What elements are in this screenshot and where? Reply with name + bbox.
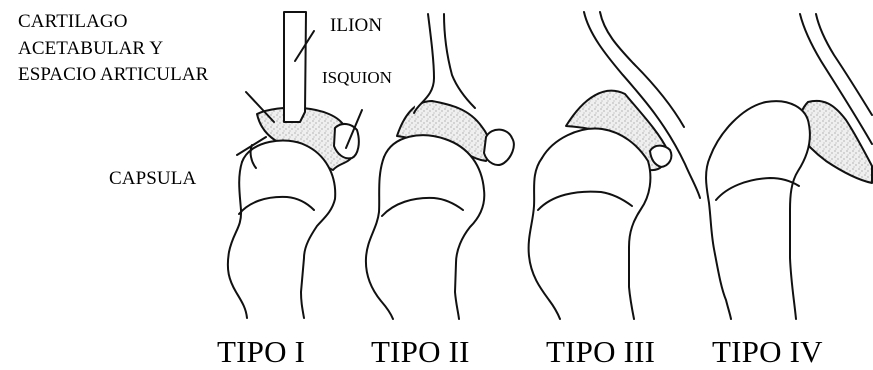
- type-label-tipo-2: TIPO II: [371, 336, 470, 367]
- femoral-head: [384, 135, 484, 319]
- ilion-bone: [284, 12, 306, 122]
- femoral-head: [542, 129, 650, 319]
- label-cartilage-line-1: CARTILAGO: [18, 12, 128, 31]
- panel-tipo-3: [529, 12, 700, 319]
- femoral-neck: [366, 157, 393, 319]
- ischium-bone: [484, 130, 514, 165]
- femoral-neck: [529, 158, 560, 319]
- femoral-head: [710, 101, 810, 319]
- label-isquion: ISQUION: [322, 69, 392, 86]
- femoral-neck: [228, 162, 247, 318]
- ilion-bone: [414, 14, 475, 113]
- panel-tipo-2: [366, 14, 514, 319]
- type-label-tipo-1: TIPO I: [217, 336, 305, 367]
- label-capsula: CAPSULA: [109, 169, 196, 188]
- label-cartilage-line-2: ACETABULAR Y: [18, 39, 163, 58]
- type-label-tipo-4: TIPO IV: [712, 336, 823, 367]
- panel-tipo-4: [706, 14, 872, 319]
- label-ilion: ILION: [330, 16, 382, 35]
- label-cartilage-line-3: ESPACIO ARTICULAR: [18, 65, 208, 84]
- ischium-bone: [334, 124, 359, 158]
- type-label-tipo-3: TIPO III: [546, 336, 655, 367]
- panel-tipo-1: [228, 12, 362, 318]
